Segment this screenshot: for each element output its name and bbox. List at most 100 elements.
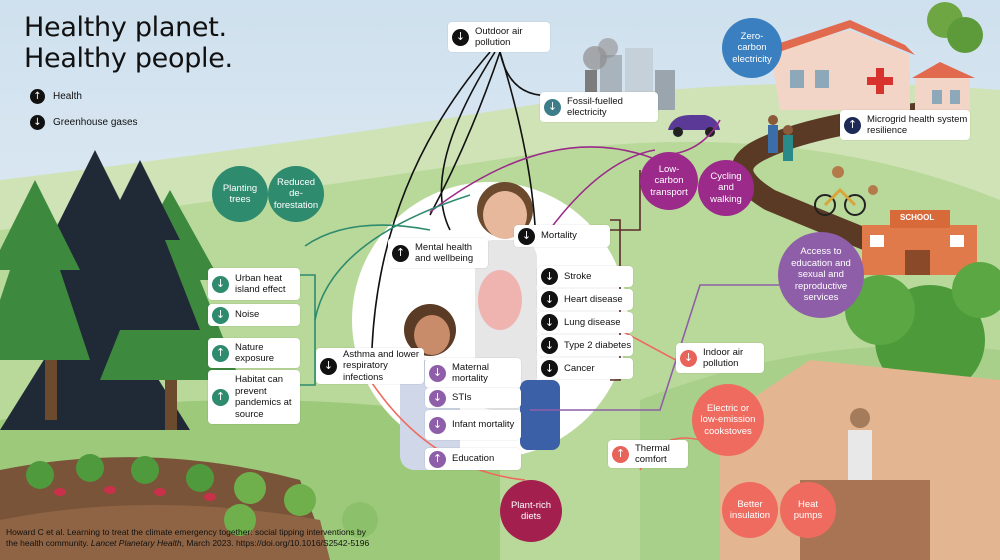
box-mental-health: ↑ Mental health and wellbeing [388,238,488,268]
down-arrow-icon: ↓ [212,275,229,293]
box-asthma: ↓ Asthma and lower respiratory infection… [316,348,424,384]
label-cancer: Cancer [564,362,595,374]
label-outdoor-air: Outdoor air pollution [475,25,523,49]
label-noise: Noise [235,309,260,321]
label-maternal: Maternal mortality [452,361,489,385]
label-stroke: Stroke [564,270,592,282]
label-access: Access to education and sexual and repro… [791,246,851,304]
box-cancer: ↓ Cancer [537,358,633,379]
label-urban-heat: Urban heat island effect [235,272,286,296]
box-urban-heat: ↓ Urban heat island effect [208,268,300,300]
citation-line-2: the health community. Lancet Planetary H… [6,538,369,549]
down-arrow-icon: ↓ [541,360,558,377]
title-line-1: Healthy planet. [24,12,227,43]
down-arrow-icon: ↓ [541,314,558,331]
up-arrow-icon: ↑ [429,450,446,468]
up-arrow-icon: ↑ [612,445,629,463]
label-lung: Lung disease [564,316,621,328]
label-heat-pumps: Heat pumps [793,498,823,522]
label-diabetes: Type 2 diabetes [564,339,632,351]
up-arrow-icon: ↑ [212,388,229,406]
label-low-carbon: Low-carbon transport [650,163,688,198]
down-arrow-icon: ↓ [429,364,446,382]
school-building-illustration [862,210,977,275]
circle-heat-pumps: Heat pumps [780,482,836,538]
circle-plant-rich-diets: Plant-rich diets [500,480,562,542]
box-fossil-electricity: ↓ Fossil-fuelled electricity [540,92,658,122]
up-arrow-icon: ↑ [30,89,45,104]
citation: Howard C et al. Learning to treat the cl… [6,527,369,549]
school-sign: SCHOOL [900,213,935,222]
citation-line-1: Howard C et al. Learning to treat the cl… [6,527,367,537]
label-plant-diets: Plant-rich diets [510,499,552,523]
circle-planting-trees: Planting trees [212,166,268,222]
down-arrow-icon: ↓ [518,227,535,245]
label-deforest: Reduced de-forestation [273,176,319,211]
label-thermal: Thermal comfort [635,442,670,466]
circle-zero-carbon: Zero-carbon electricity [722,18,782,78]
box-lung-disease: ↓ Lung disease [537,312,633,333]
circle-cycling-walking: Cycling and walking [698,160,754,216]
up-arrow-icon: ↑ [392,244,409,262]
box-education: ↑ Education [425,448,521,470]
down-arrow-icon: ↓ [541,268,558,285]
up-arrow-icon: ↑ [212,344,229,362]
label-mental: Mental health and wellbeing [415,241,474,265]
box-indoor-air: ↓ Indoor air pollution [676,343,764,373]
label-education: Education [452,453,495,465]
label-heart: Heart disease [564,293,623,305]
label-mortality: Mortality [541,230,577,242]
box-stroke: ↓ Stroke [537,266,633,287]
box-microgrid: ↑ Microgrid health system resilience [840,110,970,140]
down-arrow-icon: ↓ [680,349,697,367]
box-type2-diabetes: ↓ Type 2 diabetes [537,335,633,356]
cyclists-illustration [768,115,878,216]
label-cycling: Cycling and walking [710,170,742,205]
down-arrow-icon: ↓ [544,98,561,116]
label-microgrid: Microgrid health system resilience [867,113,968,137]
box-habitat: ↑ Habitat can prevent pandemics at sourc… [208,370,300,424]
citation-authors-tail: the health community. [6,538,91,548]
circle-reduced-deforestation: Reduced de-forestation [268,166,324,222]
down-arrow-icon: ↓ [541,291,558,308]
label-fossil: Fossil-fuelled electricity [567,95,623,119]
down-arrow-icon: ↓ [429,389,446,407]
vegetable-garden-illustration [0,454,378,560]
label-nature: Nature exposure [235,341,275,365]
label-asthma: Asthma and lower respiratory infections [343,348,420,383]
title-line-2: Healthy people. [24,43,233,74]
down-arrow-icon: ↓ [30,115,45,130]
legend-ghg-label: Greenhouse gases [53,117,138,128]
legend-health: ↑ Health [30,89,82,104]
label-insulation: Better insulation [729,498,771,522]
up-arrow-icon: ↑ [844,116,861,134]
down-arrow-icon: ↓ [320,357,337,375]
legend-ghg: ↓ Greenhouse gases [30,115,138,130]
label-cookstoves: Electric or low-emission cookstoves [700,402,756,437]
label-infant: Infant mortality [452,419,515,431]
box-stis: ↓ STIs [425,388,521,408]
page-title: Healthy planet. Healthy people. [24,12,233,74]
citation-doi: , March 2023. https://doi.org/10.1016/S2… [181,538,370,548]
box-maternal-mortality: ↓ Maternal mortality [425,358,521,388]
box-heart-disease: ↓ Heart disease [537,289,633,310]
label-zero-carbon: Zero-carbon electricity [732,30,772,65]
box-mortality: ↓ Mortality [514,225,610,247]
circle-cookstoves: Electric or low-emission cookstoves [692,384,764,456]
down-arrow-icon: ↓ [429,416,446,434]
legend-health-label: Health [53,91,82,102]
box-thermal-comfort: ↑ Thermal comfort [608,440,688,468]
circle-better-insulation: Better insulation [722,482,778,538]
label-planting: Planting trees [222,182,258,206]
down-arrow-icon: ↓ [541,337,558,354]
forest-illustration [0,150,240,430]
box-infant-mortality: ↓ Infant mortality [425,410,521,440]
label-indoor-air: Indoor air pollution [703,346,744,370]
circle-low-carbon-transport: Low-carbon transport [640,152,698,210]
label-stis: STIs [452,392,472,404]
box-noise: ↓ Noise [208,304,300,326]
citation-journal: Lancet Planetary Health [90,538,182,548]
label-habitat: Habitat can prevent pandemics at source [235,374,292,420]
circle-access-education: Access to education and sexual and repro… [778,232,864,318]
down-arrow-icon: ↓ [212,306,229,324]
